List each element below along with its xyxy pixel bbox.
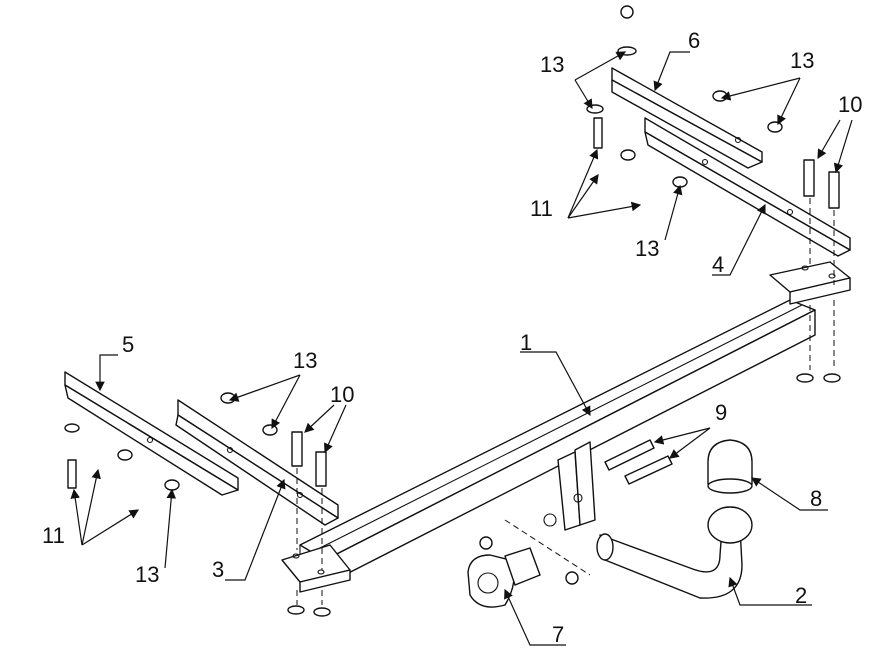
callout-13-left: 13 <box>293 348 317 373</box>
callout-5: 5 <box>122 332 134 357</box>
callout-9: 9 <box>715 400 727 425</box>
tow-ball-arm <box>596 506 753 599</box>
fasteners <box>64 5 841 617</box>
callout-8: 8 <box>810 486 822 511</box>
callout-2: 2 <box>795 583 807 608</box>
upper-right-bracket <box>611 67 763 169</box>
far-left-bracket <box>64 371 239 496</box>
callout-4: 4 <box>712 252 724 277</box>
left-bracket <box>175 399 339 526</box>
callout-1: 1 <box>520 330 532 355</box>
leader-lines <box>70 51 853 646</box>
alignment-lines <box>296 198 835 605</box>
ball-cap <box>707 439 753 494</box>
callout-3: 3 <box>212 557 224 582</box>
callout-labels: 1 2 3 4 5 6 7 8 9 10 10 11 11 13 13 13 1… <box>42 28 862 647</box>
callout-11-right: 11 <box>530 196 553 221</box>
callout-13-top: 13 <box>540 52 564 77</box>
callout-11-left: 11 <box>42 523 65 548</box>
bolts-10 <box>291 159 840 487</box>
callout-6: 6 <box>688 28 700 53</box>
callout-13-bottom-left: 13 <box>135 562 159 587</box>
bolts-9 <box>604 439 673 485</box>
callout-13-right: 13 <box>635 236 659 261</box>
callout-7: 7 <box>552 622 564 647</box>
right-bracket <box>644 117 851 257</box>
callout-10-left: 10 <box>330 382 354 407</box>
socket-plate <box>467 547 541 608</box>
callout-10-right: 10 <box>838 92 862 117</box>
callout-13-top-right: 13 <box>790 48 814 73</box>
cross-beam <box>281 261 851 593</box>
